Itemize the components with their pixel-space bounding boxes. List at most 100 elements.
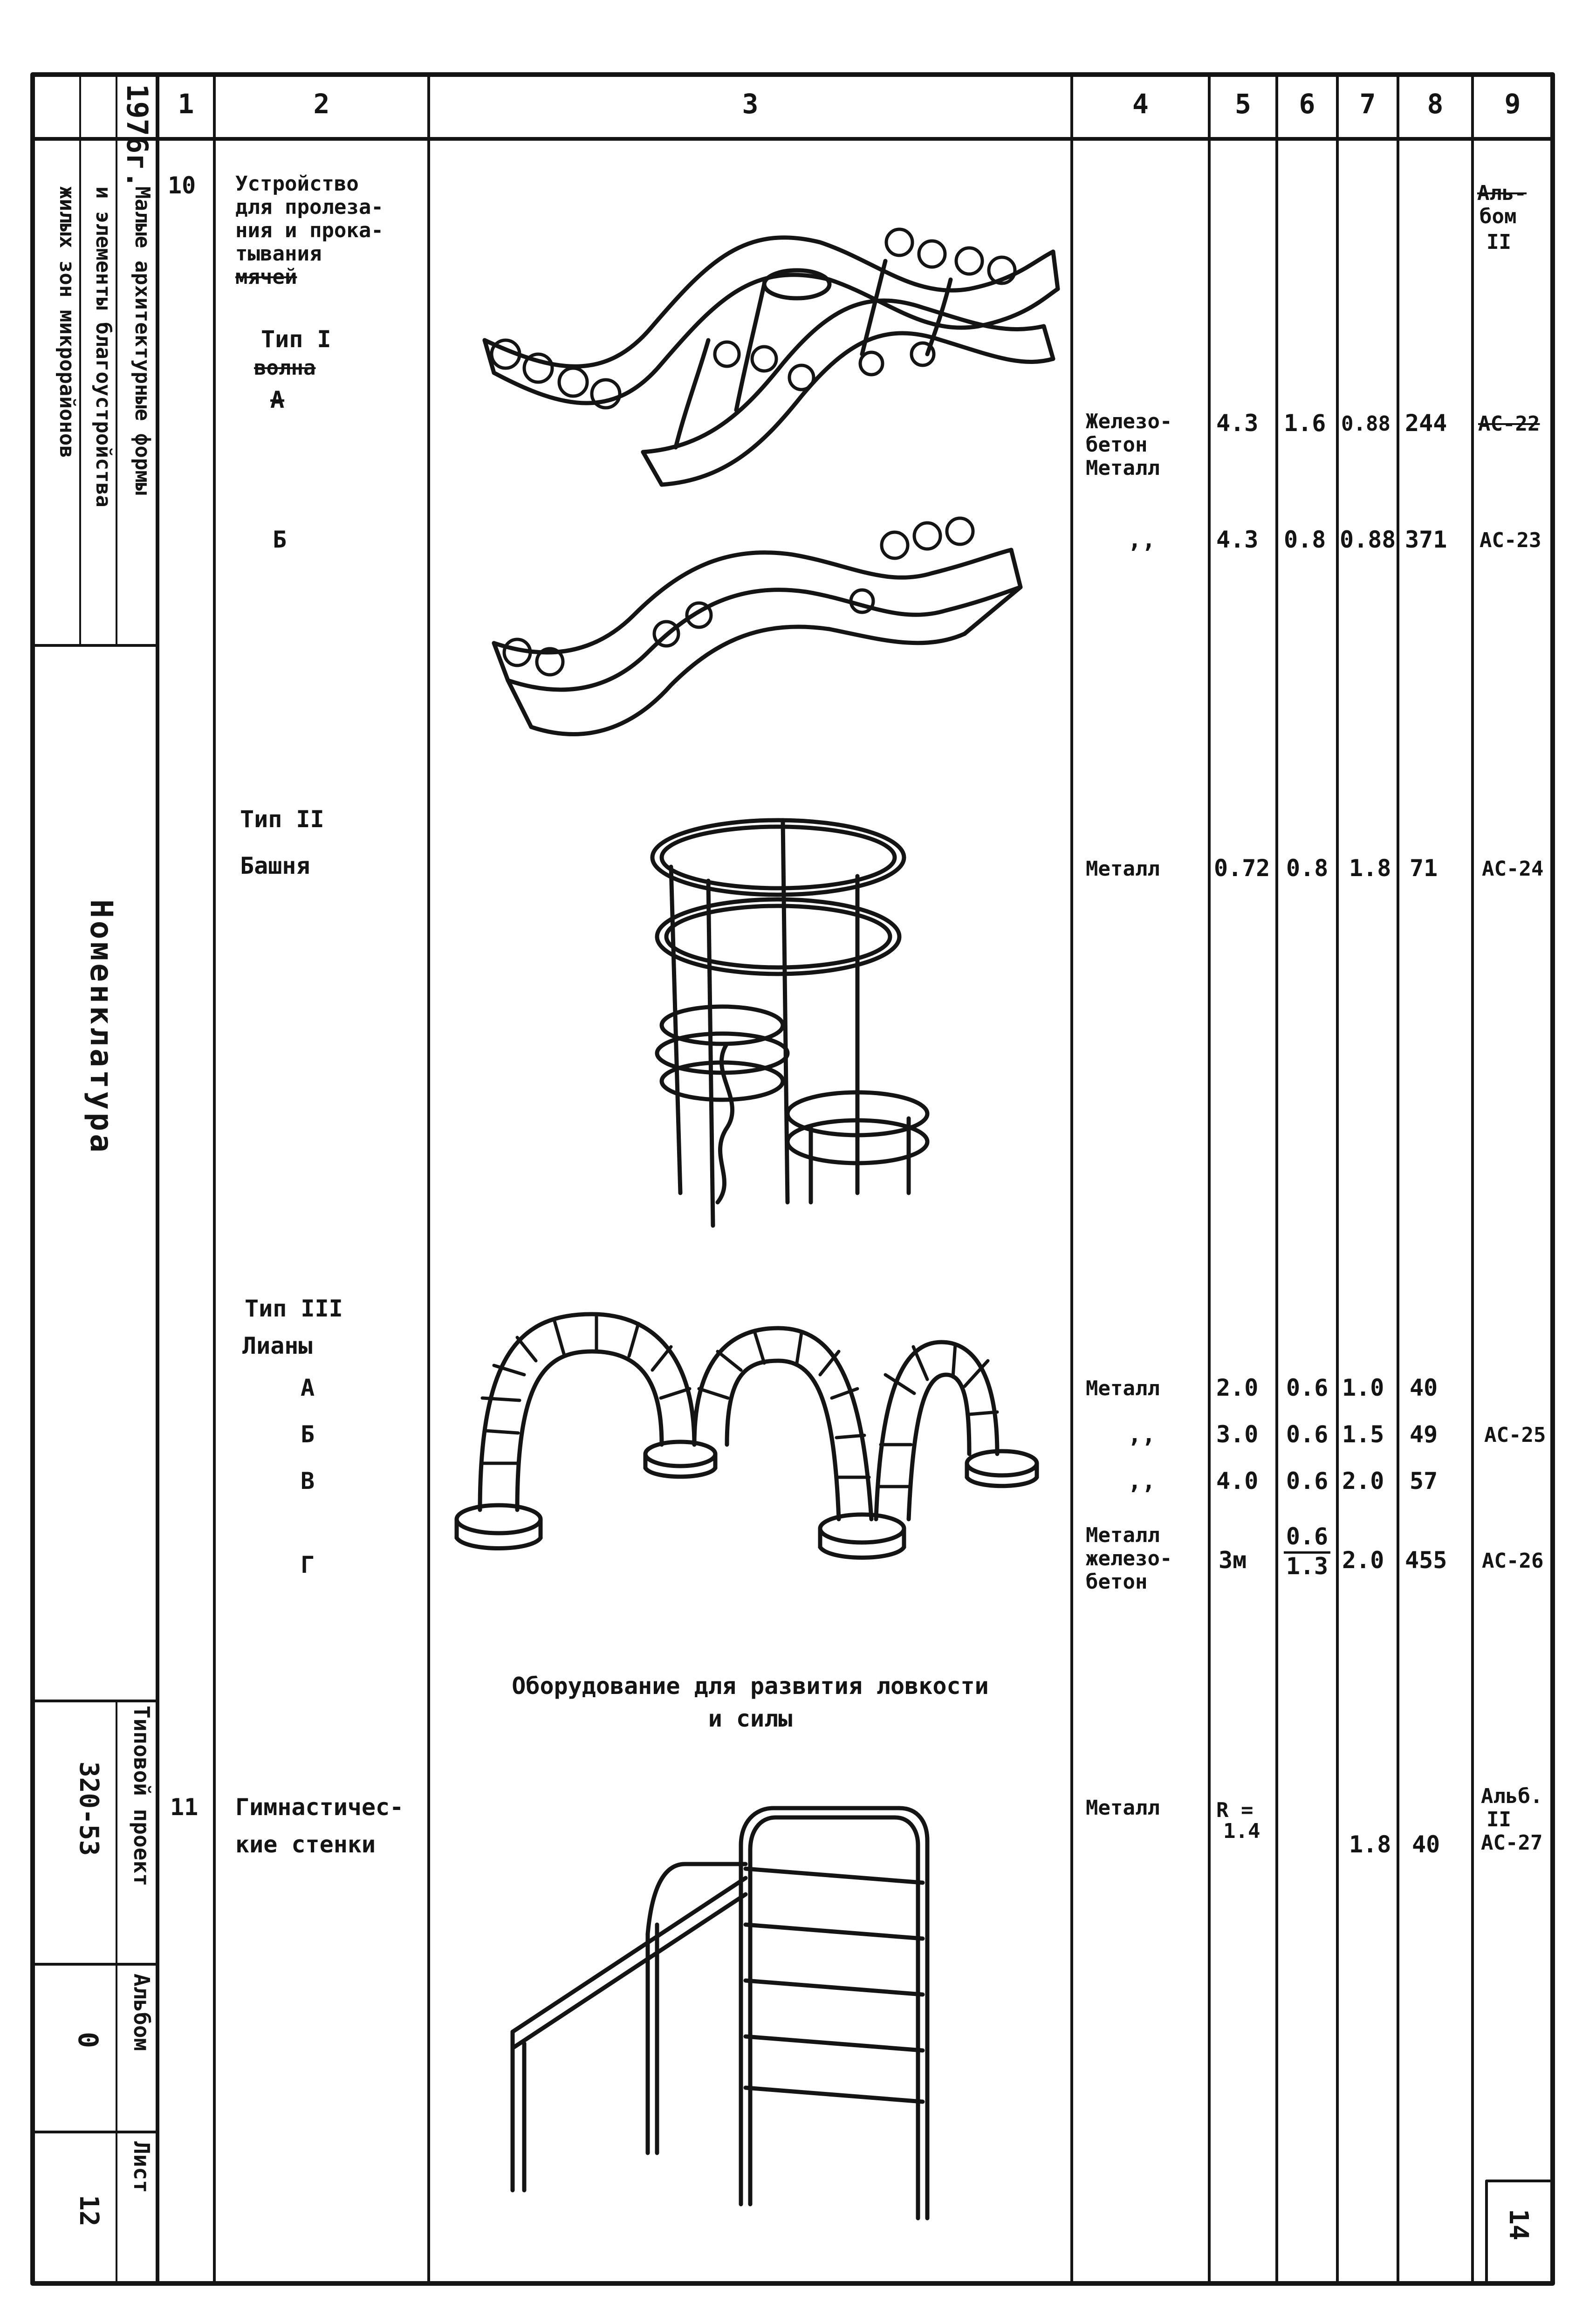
type-3-a-c6: 0.6	[1286, 1374, 1329, 1401]
type-3-a-c7: 1.0	[1342, 1374, 1384, 1401]
type-3-b-variant: Б	[301, 1421, 315, 1448]
type-1a-material-line-1: Железо-	[1086, 410, 1172, 433]
gym-wall-drawing	[510, 1806, 930, 2221]
type-3-g-c9: АС-26	[1482, 1549, 1544, 1573]
type-1a-c6: 1.6	[1284, 410, 1326, 437]
row-11-c9-line-1: Альб.	[1481, 1784, 1543, 1808]
type-1-label: Тип I	[261, 326, 331, 353]
type-1a-c8: 244	[1405, 410, 1447, 437]
type-2-c5: 0.72	[1214, 855, 1270, 882]
row-11-c8: 40	[1412, 1831, 1440, 1858]
type-2-c9: АС-24	[1482, 857, 1544, 881]
type-2-material: Металл	[1086, 857, 1160, 881]
album-label: Альбом	[129, 1974, 154, 2051]
type-2-c8: 71	[1410, 855, 1438, 882]
page-number: 14	[1503, 2209, 1534, 2241]
type-3-g-c7: 2.0	[1342, 1547, 1384, 1574]
row-10-name-line-4: тывания	[235, 242, 322, 266]
type-1b-c5: 4.3	[1216, 526, 1259, 553]
section-heading-line-2: и силы	[708, 1705, 793, 1732]
type-1a-c5: 4.3	[1216, 410, 1259, 437]
row-10-number: 10	[168, 172, 196, 199]
type-3-label: Тип III	[245, 1295, 343, 1322]
type-3-b-c9: АС-25	[1484, 1423, 1546, 1447]
row-10-name-line-3: ния и прока-	[235, 219, 384, 242]
row-11-c5-line-1: R =	[1216, 1798, 1254, 1822]
tower-drawing	[650, 818, 930, 1228]
section-heading-line-1: Оборудование для развития ловкости	[512, 1673, 989, 1700]
col-7-header: 7	[1359, 88, 1376, 120]
title-name: Номенклатура	[83, 899, 119, 1155]
type-2-sub: Башня	[240, 852, 310, 879]
row-11-material: Металл	[1086, 1796, 1160, 1820]
type-3-v-c5: 4.0	[1216, 1467, 1259, 1494]
type-1a-c7: 0.88	[1341, 412, 1391, 436]
row-11-c5-line-2: 1.4	[1223, 1819, 1260, 1843]
project-label: Типовой проект	[129, 1706, 154, 1886]
row-10-album-line-1: Аль-	[1477, 181, 1527, 205]
type-3-v-c7: 2.0	[1342, 1467, 1384, 1494]
type-3-g-variant: Г	[301, 1551, 315, 1578]
type-3-v-material: ,,	[1128, 1467, 1156, 1494]
col-6-header: 6	[1299, 88, 1315, 120]
type-3-v-c6: 0.6	[1286, 1467, 1329, 1494]
title-desc-line-2: и элементы благоустройства	[91, 186, 115, 507]
type-3-g-c6-numerator: 0.6	[1284, 1524, 1330, 1554]
row-11-c9-line-2: II	[1486, 1808, 1511, 1831]
type-1a-c9: АС-22	[1478, 412, 1540, 436]
sheet-label: Лист	[129, 2141, 154, 2193]
row-10-name-line-1: Устройство	[235, 172, 359, 196]
row-11-c7: 1.8	[1349, 1831, 1391, 1858]
type-1-variant: А	[270, 386, 285, 413]
row-10-name-line-2: для пролеза-	[235, 195, 384, 219]
col-3-header: 3	[742, 88, 759, 120]
type-3-v-c8: 57	[1410, 1467, 1438, 1494]
type-3-g-material-line-3: бетон	[1086, 1570, 1148, 1594]
type-3-g-c6-fraction: 0.6 1.3	[1284, 1524, 1330, 1579]
type-3-a-c8: 40	[1410, 1374, 1438, 1401]
row-11-name-line-2: кие стенки	[235, 1831, 376, 1858]
row-11-name-line-1: Гимнастичес-	[235, 1794, 404, 1821]
type-3-b-c8: 49	[1410, 1421, 1438, 1448]
type-1a-material-line-3: Металл	[1086, 456, 1160, 480]
type-1b-material: ,,	[1128, 526, 1156, 553]
col-1-header: 1	[178, 88, 194, 120]
col-2-header: 2	[313, 88, 330, 120]
col-9-header: 9	[1504, 88, 1521, 120]
type-3-b-material: ,,	[1128, 1421, 1156, 1448]
type-1b-c7: 0.88	[1340, 526, 1396, 553]
row-10-name-line-5: мячей	[235, 265, 297, 289]
row-10-album-line-2: бом	[1480, 205, 1517, 228]
col-4-header: 4	[1132, 88, 1149, 120]
type-1b-c9: АС-23	[1480, 528, 1541, 552]
type-1b-variant: Б	[273, 526, 287, 553]
type-1a-material-line-2: бетон	[1086, 433, 1148, 457]
type-3-a-variant: А	[301, 1374, 315, 1401]
sheet-value: 12	[74, 2195, 104, 2227]
type-3-a-material: Металл	[1086, 1377, 1160, 1400]
type-3-b-c5: 3.0	[1216, 1421, 1259, 1448]
type-3-g-c5: 3м	[1219, 1547, 1247, 1574]
col-8-header: 8	[1427, 88, 1444, 120]
type-3-b-c7: 1.5	[1342, 1421, 1384, 1448]
row-10-album-line-3: II	[1486, 230, 1511, 254]
type-3-g-material-line-2: железо-	[1086, 1547, 1172, 1570]
type-3-g-c6-denominator: 1.3	[1286, 1553, 1329, 1580]
wave-a-drawing	[482, 227, 1060, 487]
type-3-b-c6: 0.6	[1286, 1421, 1329, 1448]
row-11-number: 11	[170, 1794, 199, 1821]
type-2-c7: 1.8	[1349, 855, 1391, 882]
type-3-g-c8: 455	[1405, 1547, 1447, 1574]
type-3-a-c5: 2.0	[1216, 1374, 1259, 1401]
title-desc-line-3: жилых зон микрорайонов	[55, 186, 79, 458]
type-2-c6: 0.8	[1286, 855, 1329, 882]
project-number: 320-53	[74, 1762, 104, 1856]
title-year: 1976г.	[120, 84, 154, 188]
type-3-sub: Лианы	[242, 1332, 313, 1359]
vines-drawing	[454, 1312, 1039, 1560]
album-value: 0	[72, 2032, 104, 2048]
type-3-v-variant: В	[301, 1467, 315, 1494]
type-1b-c6: 0.8	[1284, 526, 1326, 553]
type-1b-c8: 371	[1405, 526, 1447, 553]
